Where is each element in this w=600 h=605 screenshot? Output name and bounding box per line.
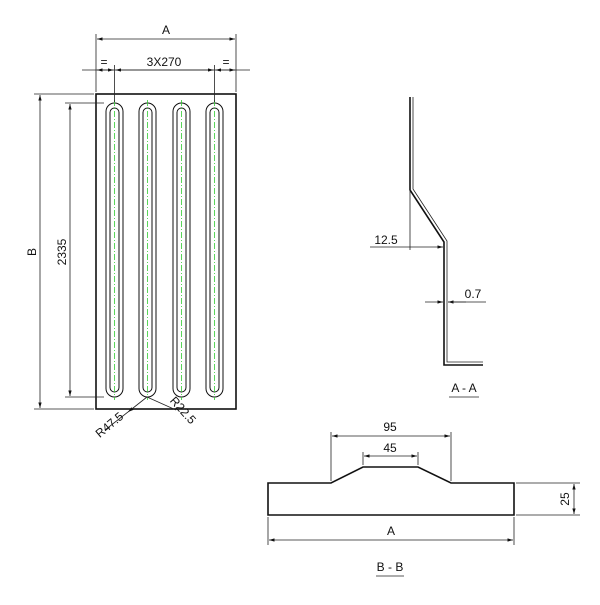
- outer-radius-label: R47.5: [93, 409, 127, 441]
- section-aa-title: A - A: [451, 381, 476, 395]
- section-bb: 95 45 25 A B - B: [267, 420, 580, 577]
- plate-outline: [95, 93, 237, 410]
- thickness-label: 0.7: [465, 287, 482, 301]
- dim-offset: 12.5: [370, 190, 443, 250]
- slot-length-label: 2335: [55, 238, 69, 265]
- dim-a-top-label: A: [162, 23, 170, 37]
- slot-1: [105, 100, 124, 400]
- top-width-label: 95: [383, 420, 397, 434]
- inner-width-label: 45: [383, 441, 397, 455]
- end-spacing-left-label: =: [100, 55, 107, 69]
- radius-leaders: R47.5 R22.5: [93, 394, 199, 441]
- inner-radius-label: R22.5: [167, 394, 199, 427]
- dim-b-label: B: [25, 248, 39, 256]
- section-bb-profile: [267, 466, 515, 516]
- slot-2: [138, 100, 157, 400]
- end-spacing-right-label: =: [222, 55, 229, 69]
- slot-4: [205, 100, 224, 400]
- plan-view: A = 3X270 = B 2335: [25, 23, 250, 441]
- dim-inner-width: 45: [362, 441, 419, 465]
- slot-3: [172, 100, 191, 400]
- section-aa: 12.5 0.7 A - A: [370, 97, 486, 398]
- height-label: 25: [558, 492, 572, 506]
- dim-slot-length: 2335: [55, 102, 104, 398]
- offset-label: 12.5: [374, 233, 398, 247]
- dim-top-width: 95: [330, 420, 452, 481]
- dim-a-bottom-label: A: [387, 524, 395, 538]
- dim-spacing: = 3X270 =: [82, 55, 250, 102]
- slot-spacing-label: 3X270: [147, 55, 182, 69]
- section-bb-title: B - B: [377, 560, 404, 574]
- dim-height: 25: [516, 482, 580, 516]
- dim-b-left: B: [25, 93, 94, 410]
- dim-thickness: 0.7: [425, 287, 486, 304]
- section-aa-profile: [409, 97, 483, 366]
- dim-a-top: A: [95, 23, 237, 92]
- dim-a-bottom: A: [267, 517, 515, 545]
